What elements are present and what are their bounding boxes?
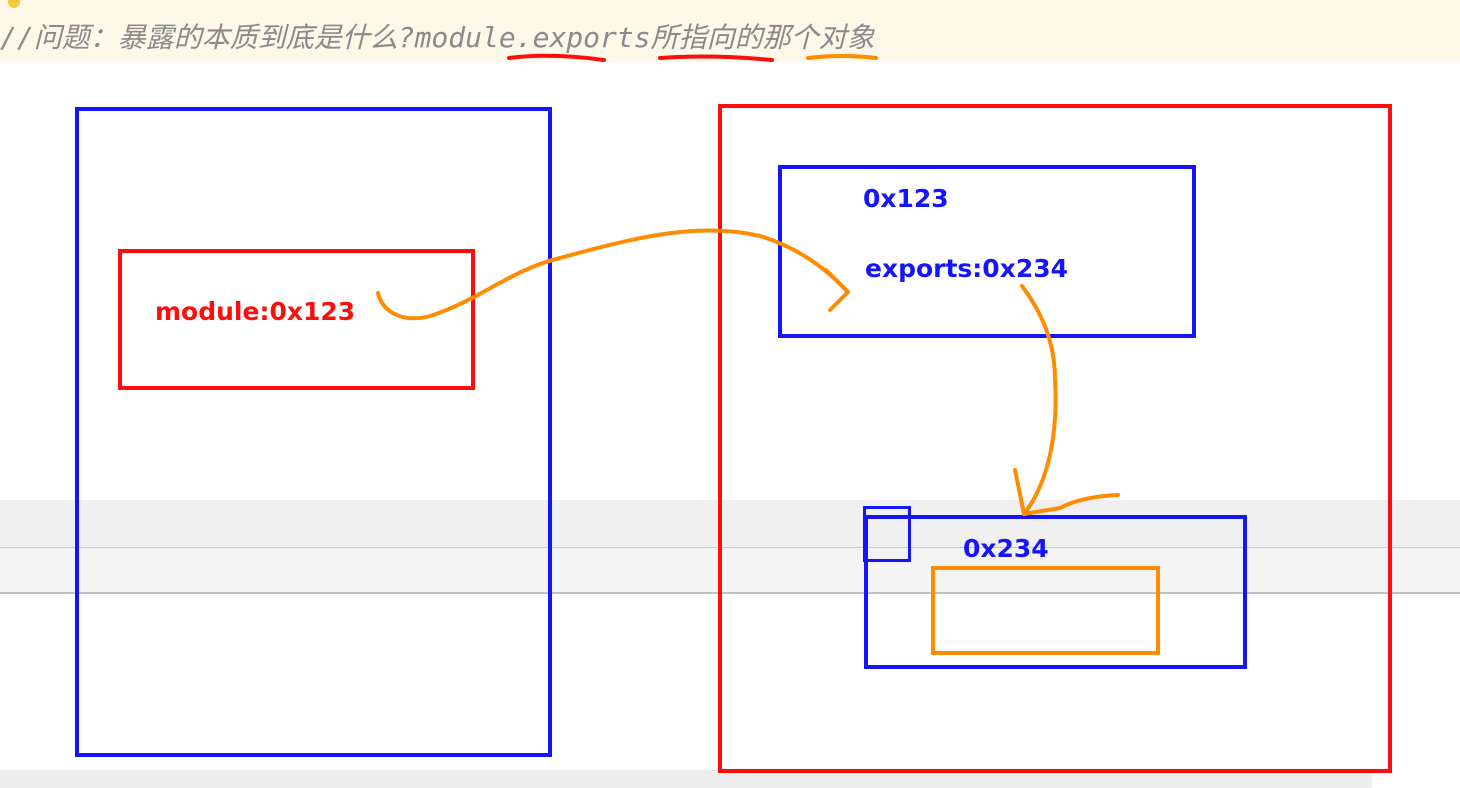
stack-region-box [75,107,552,757]
keyword-exports: exports [532,21,651,54]
module-pointer-arrowhead [824,268,850,312]
exports-object-address: 0x234 [963,534,1049,563]
module-variable-box [118,249,475,390]
keyword-module: module [414,21,516,54]
comment-text: //问题：暴露的本质到底是什么?module.exports所指向的那个对象 [0,18,875,58]
module-object-address: 0x123 [863,184,949,213]
exports-object-box [864,515,1247,669]
comment-prefix: //问题：暴露的本质到底是什么? [0,21,415,54]
ide-panel-header [0,500,1460,548]
lightbulb-icon[interactable] [8,0,20,8]
comment-dot: . [515,21,533,54]
exports-pointer-arrow [1020,284,1058,516]
module-pointer-arrow [376,228,850,321]
module-variable-label: module:0x123 [155,297,356,326]
keyword-suo: 所 [650,21,679,54]
keyword-zhixiang: 指向 [678,21,735,54]
exports-object-corner-square [863,506,911,562]
code-comment-line [0,0,1460,62]
ide-panel-footer [0,770,1372,788]
module-object-box [778,165,1196,338]
exports-underline [658,54,774,62]
comment-suffix: 的那个对象 [734,21,875,54]
ide-panel-toolbar [0,548,1460,594]
heap-region-box [718,104,1392,773]
exports-property-label: exports:0x234 [865,254,1069,283]
module-underline [507,53,606,62]
exports-pointer-arrowhead [1013,468,1120,516]
suo-underline [806,54,878,60]
exported-content-box [931,566,1160,655]
